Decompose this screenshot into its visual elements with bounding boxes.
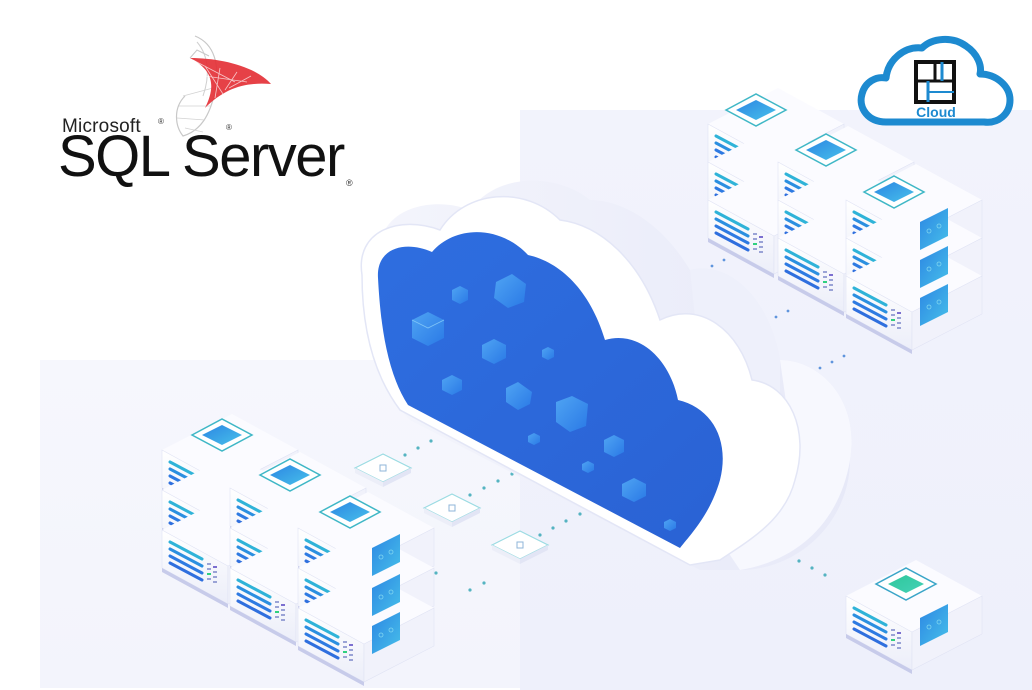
cloud-badge-logo: Cloud — [856, 34, 1016, 130]
grid-icon — [914, 60, 956, 104]
registered-mark: ® — [346, 178, 353, 188]
sql-server-logo: Microsoft ® ® SQL Server ® — [58, 30, 368, 210]
sql-server-ribbon-icon — [175, 35, 271, 137]
left-server-stack — [160, 412, 436, 688]
cloud-badge-label: Cloud — [916, 104, 956, 120]
floating-cubes — [411, 274, 676, 531]
cloud-outline-icon — [857, 36, 1014, 126]
registered-mark: ® — [158, 117, 164, 126]
cloud-shape — [360, 180, 852, 571]
microsoft-wordmark: Microsoft — [62, 116, 141, 137]
registered-mark: ® — [226, 123, 232, 132]
bottom-right-server — [844, 558, 984, 676]
sql-server-wordmark: SQL Server — [58, 124, 345, 189]
